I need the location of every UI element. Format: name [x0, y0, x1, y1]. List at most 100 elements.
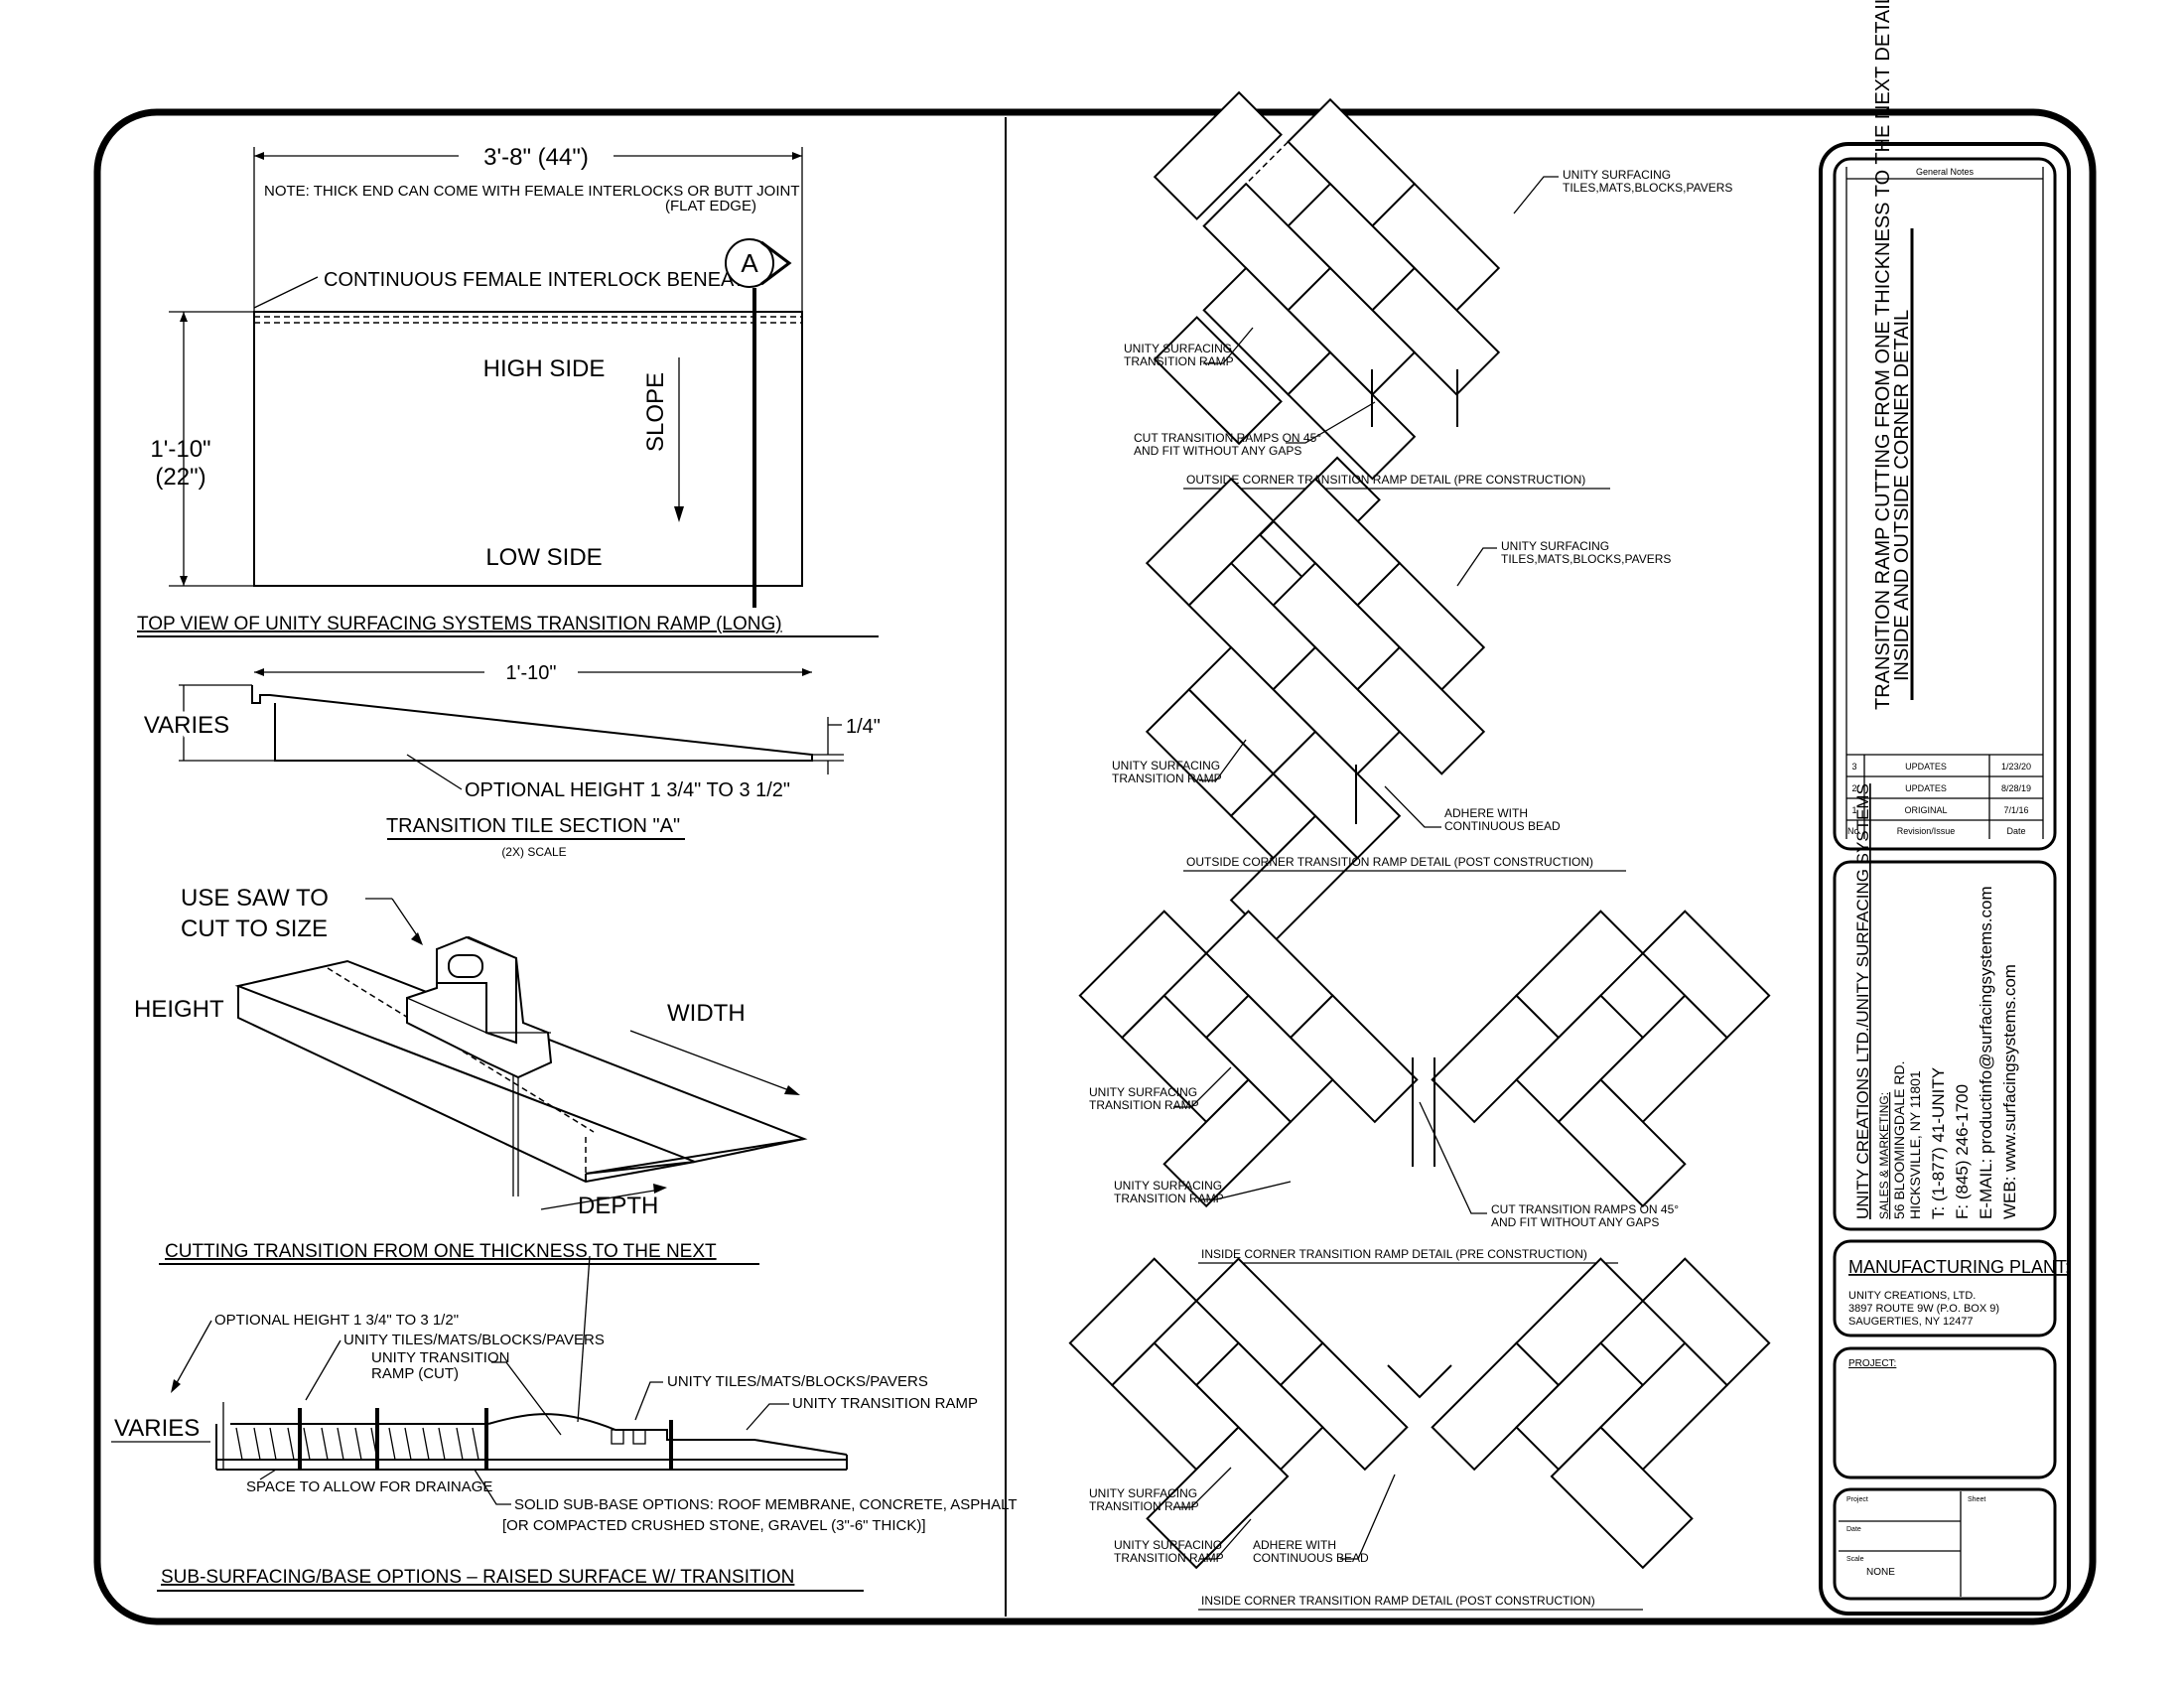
height-dimension-inches: (22")	[155, 464, 205, 491]
rev-2-no: 2	[1851, 783, 1856, 793]
d3-ramp-b-label-2: TRANSITION RAMP	[1114, 1192, 1224, 1205]
d1-ramp-label-1: UNITY SURFACING	[1124, 342, 1232, 355]
section-varies-label: VARIES	[144, 712, 229, 739]
d1-title: OUTSIDE CORNER TRANSITION RAMP DETAIL (P…	[1186, 473, 1585, 487]
svg-text:VARIES: VARIES	[144, 712, 229, 739]
date-field-label: Date	[1846, 1526, 1861, 1533]
height-dimension: 1'-10"	[150, 436, 210, 463]
top-view-title: TOP VIEW OF UNITY SURFACING SYSTEMS TRAN…	[137, 614, 782, 634]
d4-adhere-label-2: CONTINUOUS BEAD	[1253, 1551, 1369, 1565]
section-marker	[725, 238, 774, 288]
sub-ramp-cut-label-2: RAMP (CUT)	[371, 1365, 459, 1382]
rev-header-date: Date	[2006, 826, 2025, 836]
d3-ramp-a-label-1: UNITY SURFACING	[1089, 1085, 1197, 1099]
sales-header: SALES & MARKETING:	[1877, 1092, 1891, 1219]
detail-outside-post: UNITY SURFACING TILES,MATS,BLOCKS,PAVERS…	[1112, 477, 1671, 944]
title-block: General Notes TRANSITION RAMP CUTTING FR…	[1819, 0, 2071, 1616]
sub-varies-label: VARIES	[114, 1415, 200, 1442]
thick-end-note-2: (FLAT EDGE)	[665, 198, 756, 214]
sub-ramp-cut-label-1: UNITY TRANSITION	[371, 1349, 509, 1366]
plant-line-1: UNITY CREATIONS, LTD.	[1848, 1290, 1976, 1302]
fax-number: F: (845) 246-1700	[1953, 1084, 1972, 1219]
d2-adhere-label-1: ADHERE WITH	[1444, 806, 1528, 820]
slope-label: SLOPE	[642, 372, 669, 452]
plant-line-2: 3897 ROUTE 9W (P.O. BOX 9)	[1848, 1303, 1999, 1315]
section-marker-label: A	[741, 248, 758, 278]
d1-tiles-label-2: TILES,MATS,BLOCKS,PAVERS	[1563, 181, 1732, 195]
thin-end-dimension: 1/4"	[846, 716, 881, 738]
d2-adhere-label-2: CONTINUOUS BEAD	[1444, 819, 1561, 833]
project-field-label: Project	[1846, 1496, 1868, 1503]
scale-field-label: Scale	[1846, 1556, 1864, 1563]
d2-title: OUTSIDE CORNER TRANSITION RAMP DETAIL (P…	[1186, 855, 1593, 869]
sub-base-drawing: OPTIONAL HEIGHT 1 3/4" TO 3 1/2" UNITY T…	[111, 1255, 1017, 1592]
d4-ramp-a-label-1: UNITY SURFACING	[1089, 1486, 1197, 1500]
rev-3-date: 1/23/20	[2001, 762, 2031, 772]
width-dimension: 3'-8" (44")	[483, 144, 589, 171]
email-address[interactable]: E-MAIL: productinfo@surfacingsystems.com	[1977, 886, 1995, 1219]
section-a-drawing: 1'-10" VARIES VARIES 1/4" OPTIONAL HEIGH…	[139, 662, 881, 859]
general-notes-header: General Notes	[1916, 167, 1975, 177]
sub-unity-tiles-label: UNITY TILES/MATS/BLOCKS/PAVERS	[343, 1332, 605, 1348]
height-label: HEIGHT	[134, 996, 224, 1023]
detail-outside-pre: UNITY SURFACING TILES,MATS,BLOCKS,PAVERS…	[1124, 90, 1732, 579]
d3-ramp-a-label-2: TRANSITION RAMP	[1089, 1098, 1199, 1112]
thick-end-note: NOTE: THICK END CAN COME WITH FEMALE INT…	[264, 183, 800, 200]
d2-tiles-label-2: TILES,MATS,BLOCKS,PAVERS	[1501, 552, 1671, 566]
drainage-label: SPACE TO ALLOW FOR DRAINAGE	[246, 1478, 492, 1495]
website-link[interactable]: WEB: www.surfacingsystems.com	[2000, 964, 2019, 1219]
d1-cut-label-2: AND FIT WITHOUT ANY GAPS	[1134, 444, 1301, 458]
d4-title: INSIDE CORNER TRANSITION RAMP DETAIL (PO…	[1201, 1594, 1595, 1608]
plant-line-3: SAUGERTIES, NY 12477	[1848, 1316, 1974, 1328]
high-side-label: HIGH SIDE	[483, 355, 606, 382]
d4-ramp-a-label-2: TRANSITION RAMP	[1089, 1499, 1199, 1513]
rev-1-date: 7/1/16	[2003, 805, 2028, 815]
section-a-title: TRANSITION TILE SECTION "A"	[386, 815, 680, 837]
phone-number: T: (1-877) 41-UNITY	[1929, 1067, 1948, 1219]
d2-tiles-label-1: UNITY SURFACING	[1501, 539, 1609, 553]
sub-unity-tiles-label-2: UNITY TILES/MATS/BLOCKS/PAVERS	[667, 1373, 928, 1390]
rev-3-no: 3	[1851, 762, 1856, 772]
rev-3-desc: UPDATES	[1905, 762, 1947, 772]
section-scale-note: (2X) SCALE	[501, 845, 566, 859]
solid-base-label-2: [OR COMPACTED CRUSHED STONE, GRAVEL (3"-…	[502, 1517, 926, 1534]
interlock-label: CONTINUOUS FEMALE INTERLOCK BENEATH	[324, 269, 759, 291]
d1-cut-label-1: CUT TRANSITION RAMPS ON 45°	[1134, 431, 1321, 445]
top-view-drawing: 3'-8" (44") NOTE: THICK END CAN COME WIT…	[137, 144, 879, 637]
project-label: PROJECT:	[1848, 1358, 1896, 1369]
d4-ramp-b-label-1: UNITY SURFACING	[1114, 1538, 1222, 1552]
detail-inside-pre: UNITY SURFACING TRANSITION RAMP UNITY SU…	[1078, 910, 1771, 1264]
sheet-field-label: Sheet	[1968, 1496, 1985, 1503]
rev-header-desc: Revision/Issue	[1897, 826, 1956, 836]
d3-cut-label-2: AND FIT WITHOUT ANY GAPS	[1491, 1215, 1659, 1229]
rev-2-date: 8/28/19	[2001, 783, 2031, 793]
sheet-description-1: TRANSITION RAMP CUTTING FROM ONE THICKNE…	[1872, 0, 1894, 710]
rev-1-no: 1	[1851, 805, 1856, 815]
sub-base-title: SUB-SURFACING/BASE OPTIONS – RAISED SURF…	[161, 1567, 794, 1588]
d2-ramp-label-2: TRANSITION RAMP	[1112, 772, 1222, 785]
rev-2-desc: UPDATES	[1905, 783, 1947, 793]
d1-ramp-label-2: TRANSITION RAMP	[1124, 354, 1234, 368]
saw-note-line1: USE SAW TO	[181, 885, 329, 912]
width-label: WIDTH	[667, 1000, 746, 1027]
sheet-border	[93, 108, 2097, 1625]
d3-cut-label-1: CUT TRANSITION RAMPS ON 45°	[1491, 1202, 1679, 1216]
plant-title: MANUFACTURING PLANT:	[1848, 1257, 2070, 1277]
d3-title: INSIDE CORNER TRANSITION RAMP DETAIL (PR…	[1201, 1247, 1587, 1261]
sheet-description-2: INSIDE AND OUTSIDE CORNER DETAIL	[1891, 310, 1913, 681]
sub-optional-height: OPTIONAL HEIGHT 1 3/4" TO 3 1/2"	[214, 1312, 459, 1329]
cutting-drawing: USE SAW TO CUT TO SIZE HEIGHT WIDTH DEPT…	[134, 885, 808, 1265]
company-name: UNITY CREATIONS LTD./UNITY SURFACING SYS…	[1853, 783, 1872, 1219]
address-line-2: HICKSVILLE, NY 11801	[1907, 1070, 1923, 1219]
d3-ramp-b-label-1: UNITY SURFACING	[1114, 1179, 1222, 1193]
saw-note-line2: CUT TO SIZE	[181, 915, 328, 942]
cutting-title: CUTTING TRANSITION FROM ONE THICKNESS TO…	[165, 1241, 717, 1262]
rev-1-desc: ORIGINAL	[1904, 805, 1947, 815]
low-side-label: LOW SIDE	[485, 544, 602, 571]
sub-unity-ramp-label: UNITY TRANSITION RAMP	[792, 1395, 978, 1412]
rev-header-no: No.	[1847, 826, 1861, 836]
detail-inside-post: UNITY SURFACING TRANSITION RAMP UNITY SU…	[1068, 1257, 1771, 1611]
d1-tiles-label-1: UNITY SURFACING	[1563, 168, 1671, 182]
d4-adhere-label-1: ADHERE WITH	[1253, 1538, 1336, 1552]
